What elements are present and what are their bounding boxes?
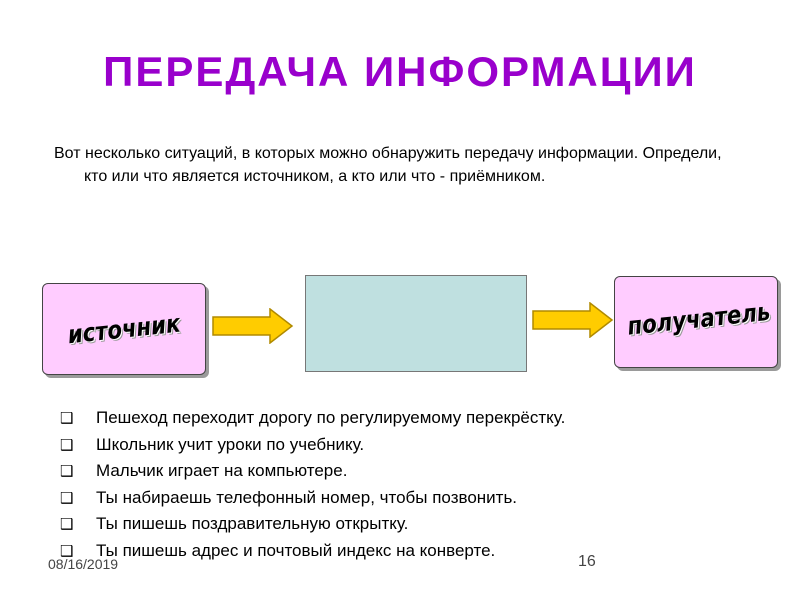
bullet-icon: ❑ — [60, 462, 74, 480]
footer-date: 08/16/2019 — [48, 556, 119, 572]
bullet-icon: ❑ — [60, 541, 74, 560]
list-item: ❑Ты набираешь телефонный номер, чтобы по… — [60, 485, 565, 512]
bullet-icon: ❑ — [60, 435, 74, 454]
source-box: источник — [42, 283, 206, 375]
channel-box — [305, 275, 527, 372]
situation-list: ❑Пешеход переходит дорогу по регулируемо… — [60, 405, 565, 564]
intro-text: Вот несколько ситуаций, в которых можно … — [54, 145, 722, 185]
bullet-icon: ❑ — [60, 515, 74, 533]
receiver-box: получатель — [614, 276, 778, 368]
bullet-icon: ❑ — [60, 488, 74, 507]
list-item: ❑Ты пишешь поздравительную открытку. — [60, 511, 565, 538]
slide-title: ПЕРЕДАЧА ИНФОРМАЦИИ — [103, 48, 697, 95]
list-item: ❑Пешеход переходит дорогу по регулируемо… — [60, 405, 565, 432]
list-item: ❑Школьник учит уроки по учебнику. — [60, 432, 565, 459]
page-number: 16 — [578, 553, 596, 570]
bullet-icon: ❑ — [60, 409, 74, 427]
list-item: ❑Ты пишешь адрес и почтовый индекс на ко… — [60, 538, 565, 565]
receiver-label: получатель — [626, 296, 772, 341]
arrow-right-icon — [212, 308, 294, 344]
source-label: источник — [66, 308, 182, 350]
list-item: ❑Мальчик играет на компьютере. — [60, 458, 565, 485]
arrow-right-icon — [532, 302, 614, 338]
